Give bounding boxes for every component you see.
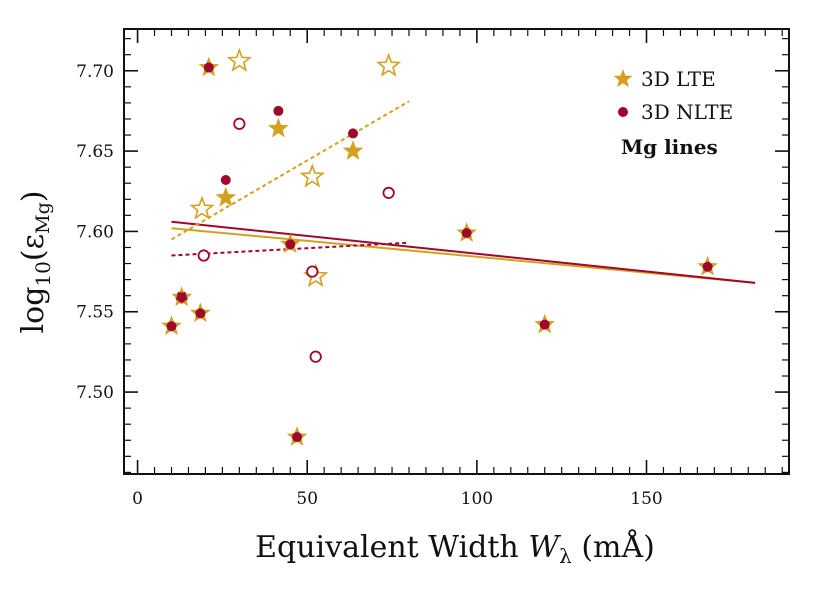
- y-tick-label: 7.65: [76, 142, 114, 162]
- x-axis-title-text: Equivalent Width: [255, 530, 528, 565]
- x-axis-title-var: W: [528, 530, 561, 565]
- nlte-open-circle-point: [306, 265, 319, 278]
- lte-open-star-point: [189, 195, 215, 220]
- nlte-filled-circle-point: [461, 228, 472, 239]
- nlte-filled-circle-point: [166, 321, 177, 332]
- nlte-filled-circle-point: [176, 292, 187, 303]
- nlte-filled-circle-point: [348, 128, 359, 139]
- nlte-filled-circle-point: [702, 261, 713, 272]
- nlte-filled-circle-point: [539, 319, 550, 330]
- axis-ticks: 0 50 100 150 7.50 7.55 7.60 7.65 7.70: [76, 29, 789, 509]
- x-axis-title-unit: (mÅ): [572, 529, 655, 565]
- y-axis-title-subscript: 10: [31, 261, 55, 286]
- lte-filled-star-point: [215, 186, 237, 207]
- legend-lte-label: 3D LTE: [641, 67, 716, 91]
- legend-circle-icon: [618, 107, 628, 117]
- nlte-dotted-fit-line: [171, 241, 410, 257]
- legend-nlte-label: 3D NLTE: [641, 100, 733, 124]
- lte-open-star-point: [226, 47, 252, 72]
- y-tick-label: 7.60: [76, 222, 114, 242]
- nlte-filled-circle-point: [195, 308, 206, 319]
- nlte-filled-circle-point: [273, 105, 284, 116]
- lte-filled-star-point: [268, 117, 289, 138]
- lte-dotted-fit-line: [170, 100, 410, 241]
- y-axis-title: log10(εMg): [16, 191, 55, 334]
- x-axis-title-subscript: λ: [559, 544, 572, 568]
- y-axis-title-element: Mg: [32, 202, 54, 234]
- y-axis-title-close: ): [16, 191, 51, 203]
- lte-filled-star-point: [342, 140, 364, 160]
- legend-star-icon: [613, 69, 633, 88]
- nlte-filled-circle-point: [292, 432, 303, 443]
- lte-open-star-point: [376, 52, 402, 77]
- nlte-filled-circle-point: [220, 175, 231, 186]
- y-tick-label: 7.55: [76, 303, 114, 323]
- y-tick-label: 7.70: [76, 62, 114, 82]
- nlte-filled-circle-point: [285, 239, 296, 250]
- data-points: [161, 47, 718, 446]
- nlte-open-circle-point: [382, 186, 395, 199]
- x-axis-title: Equivalent Width Wλ (mÅ): [255, 529, 655, 568]
- legend: 3D LTE 3D NLTE Mg lines: [613, 67, 733, 159]
- x-tick-label: 50: [296, 489, 318, 509]
- nlte-solid-fit-line: [171, 220, 756, 284]
- x-tick-label: 100: [461, 489, 493, 509]
- nlte-open-circle-point: [309, 350, 322, 363]
- y-tick-label: 7.50: [76, 383, 114, 403]
- nlte-filled-circle-point: [203, 62, 214, 73]
- x-tick-label: 150: [630, 489, 662, 509]
- legend-lte-star-marker: [613, 69, 633, 88]
- lte-solid-fit-line: [171, 227, 756, 284]
- legend-nlte-circle-marker: [618, 107, 628, 117]
- nlte-open-circle-point: [197, 249, 210, 262]
- y-axis-title-log: log: [16, 287, 51, 334]
- nlte-open-circle-point: [233, 117, 246, 130]
- x-tick-label: 0: [132, 489, 143, 509]
- plot-frame: [123, 28, 790, 475]
- lte-open-star-point: [299, 163, 325, 188]
- legend-title: Mg lines: [621, 135, 718, 159]
- y-axis-title-epsilon: (ε: [16, 234, 51, 261]
- fit-lines: [170, 100, 756, 284]
